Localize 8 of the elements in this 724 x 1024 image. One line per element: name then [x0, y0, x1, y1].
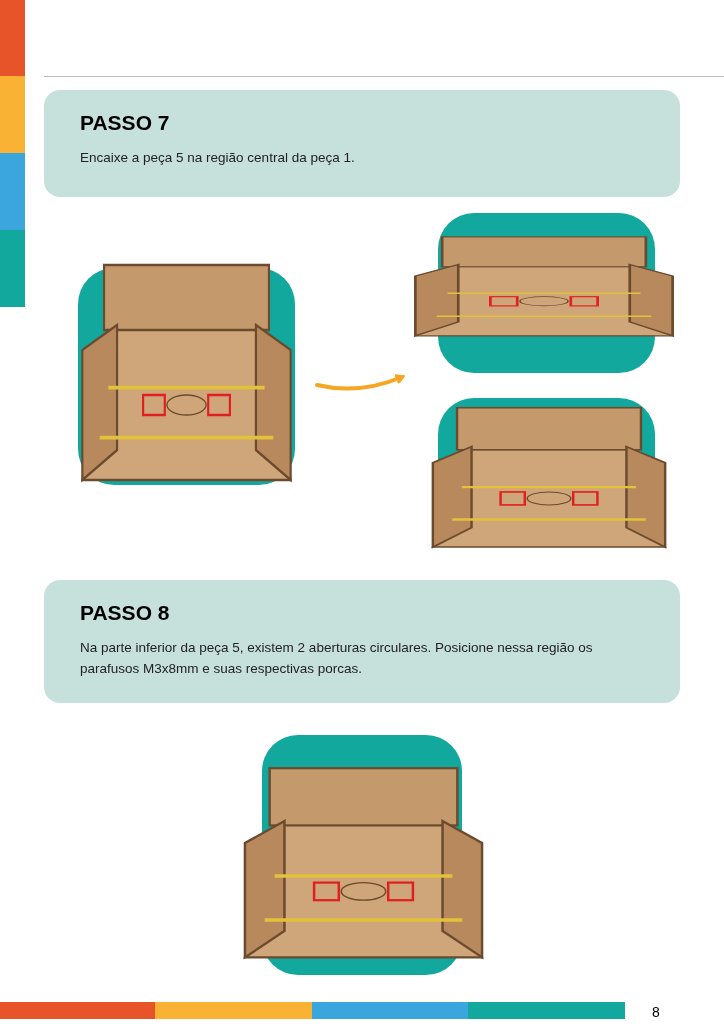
step-heading: PASSO 8: [80, 600, 171, 626]
step-heading: PASSO 7: [80, 110, 171, 136]
step-card: [44, 90, 680, 197]
arrow: [315, 374, 405, 391]
step-card: [44, 580, 680, 703]
step-instruction: Encaixe a peça 5 na região central da peça 1.: [80, 149, 356, 168]
step-instruction: Na parte inferior da peça 5, existem 2 aberturas circulares. Posicione nessa região os parafusos M3x8mm e suas respectivas porcas.: [80, 639, 594, 679]
page-number: 8: [652, 1003, 660, 1022]
